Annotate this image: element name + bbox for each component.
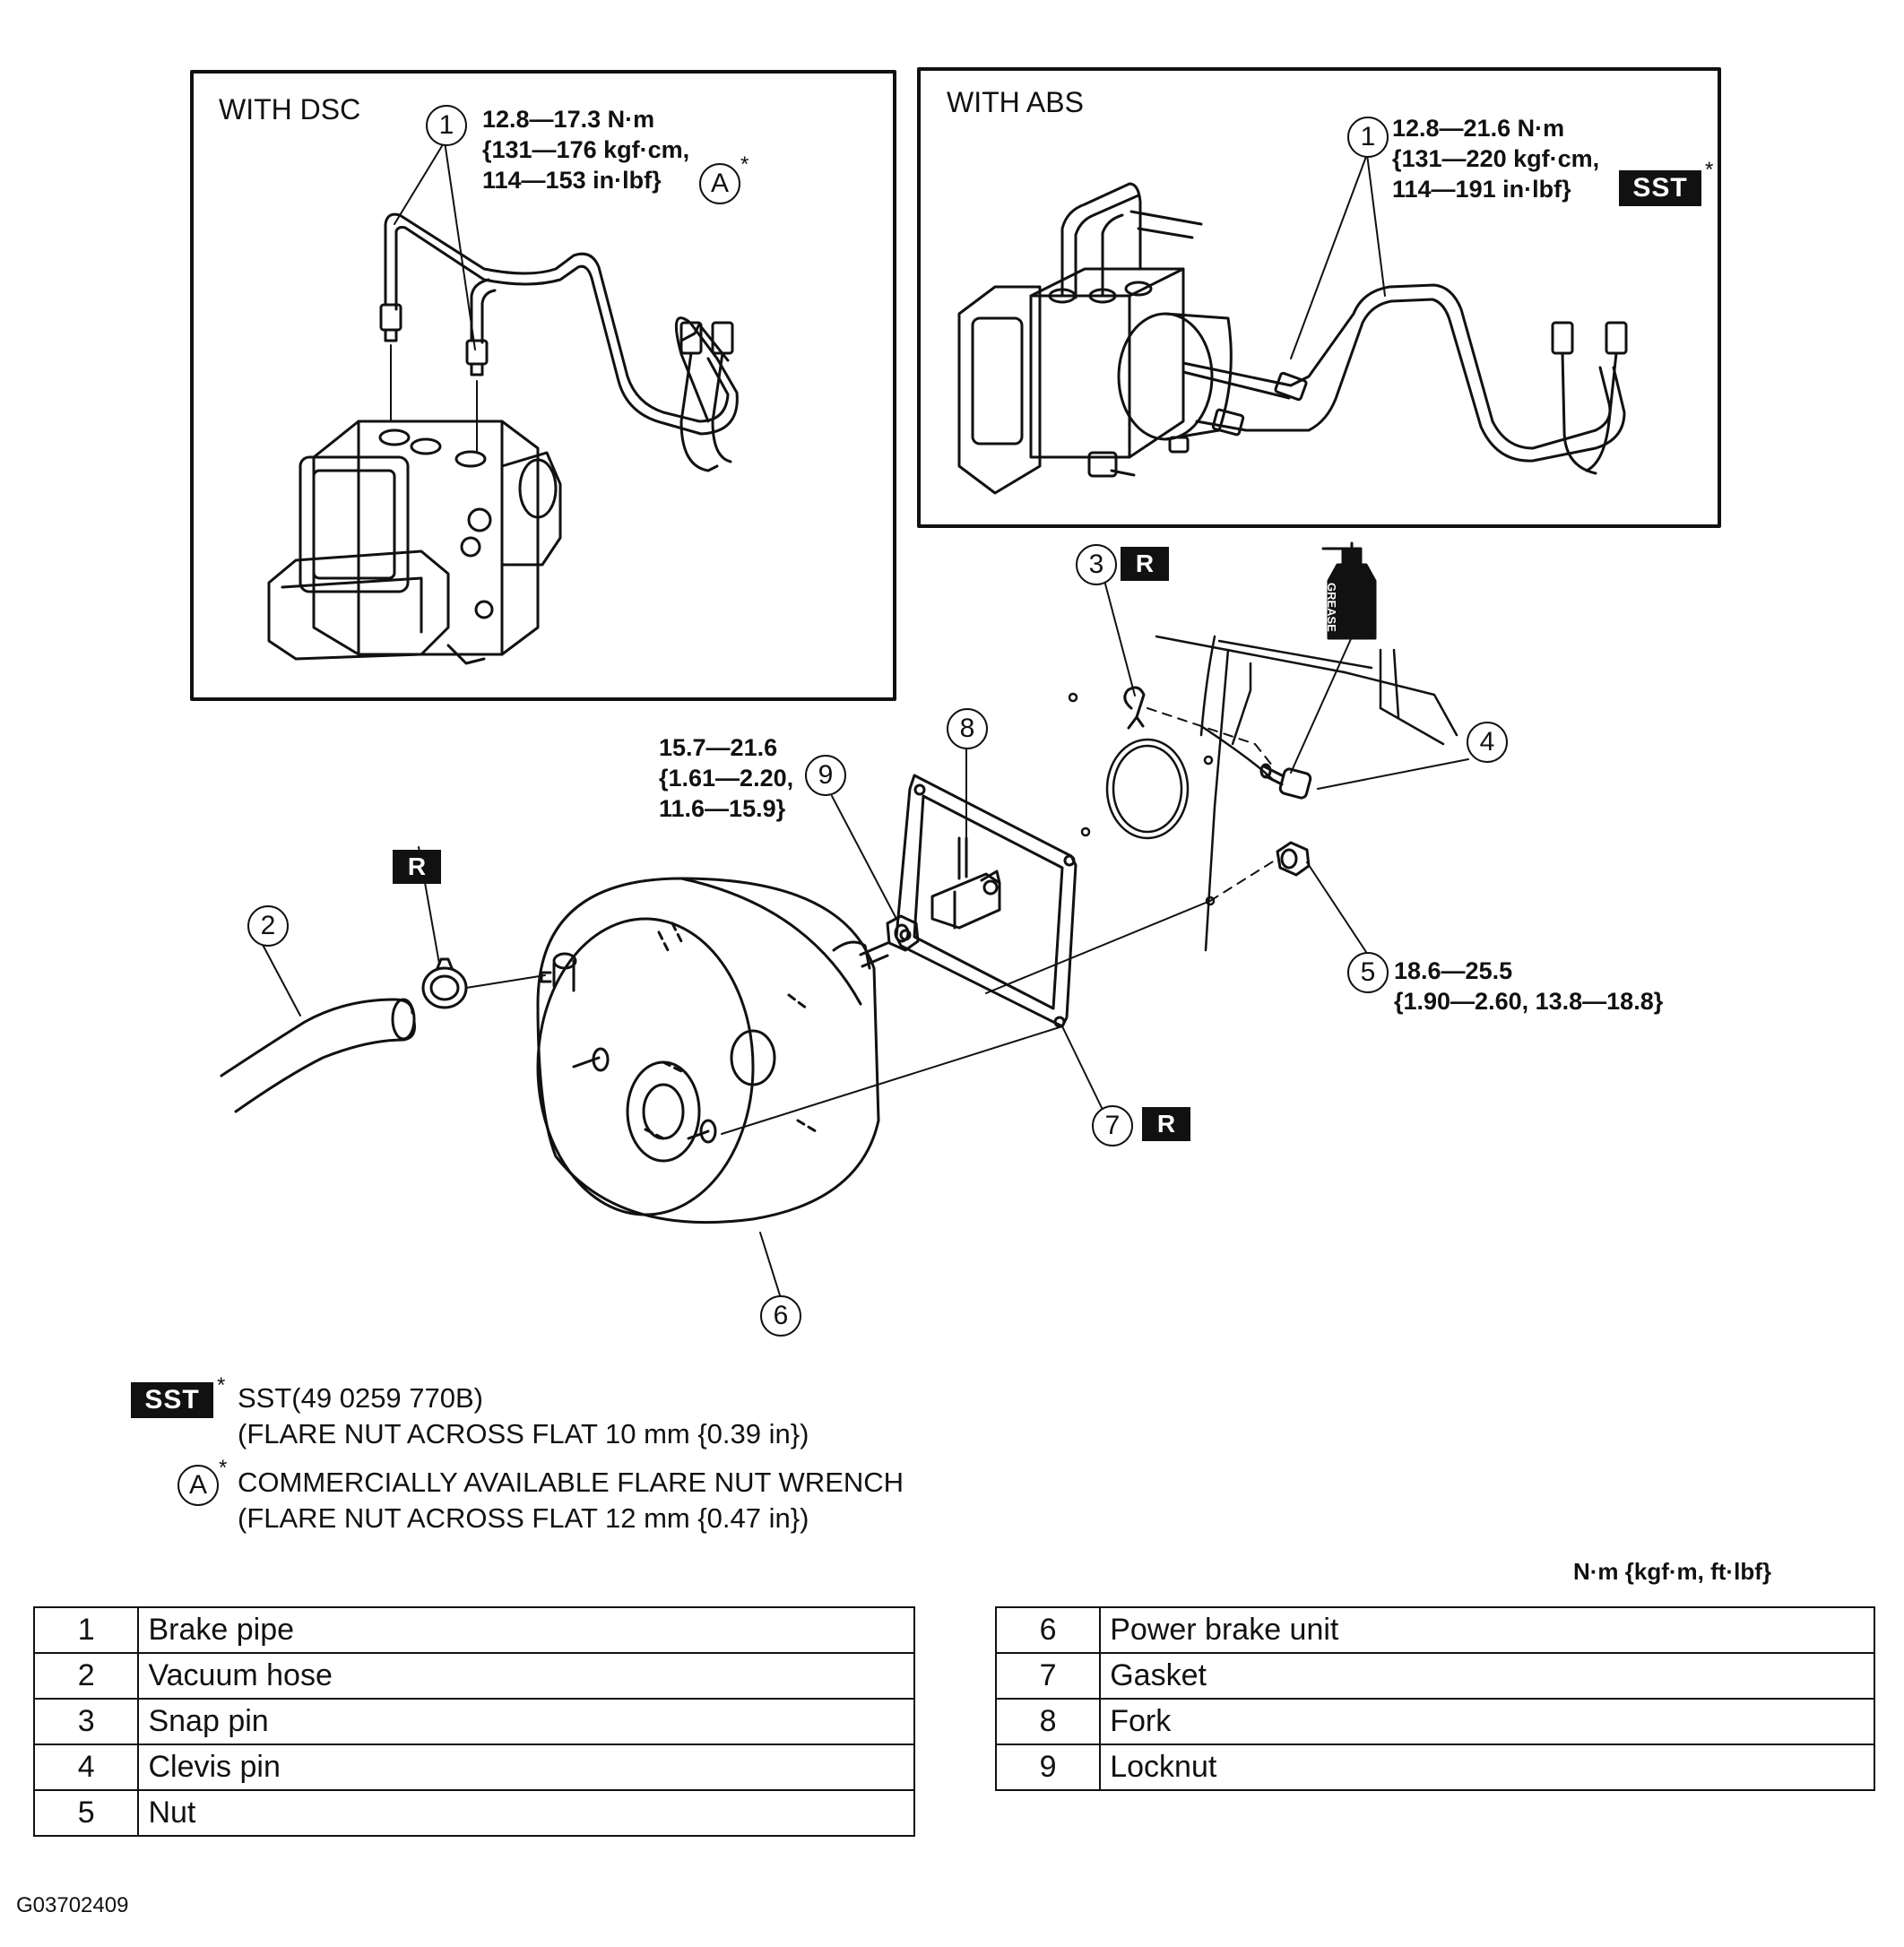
abs-torque-line-2: {131—220 kgf·cm, [1392, 145, 1600, 172]
dsc-tool-star: * [740, 152, 749, 177]
gasket-replace-badge: R [1142, 1107, 1190, 1141]
vacuum-hose [220, 998, 416, 1113]
units-label: N·m {kgf·m, ft·lbf} [1573, 1558, 1771, 1585]
note-a-text: COMMERCIALLY AVAILABLE FLARE NUT WRENCH … [238, 1465, 904, 1536]
abs-tool-star: * [1705, 158, 1714, 182]
abs-sst-badge: SST [1619, 170, 1701, 206]
callout-6: 6 [760, 1295, 801, 1337]
part-number: 8 [994, 1698, 1102, 1745]
hose-clamp [421, 957, 468, 1009]
note-sst-line-2: (FLARE NUT ACROSS FLAT 10 mm {0.39 in}) [238, 1418, 809, 1449]
grease-tube [1321, 541, 1377, 640]
locknut-torque-line-3: 11.6—15.9} [659, 795, 786, 822]
clevis-pin [1259, 763, 1312, 800]
note-a-line-2: (FLARE NUT ACROSS FLAT 12 mm {0.47 in}) [238, 1502, 809, 1534]
note-sst-text: SST(49 0259 770B) (FLARE NUT ACROSS FLAT… [238, 1380, 809, 1452]
clamp-replace-badge: R [393, 850, 441, 884]
snap-pin-replace-badge: R [1121, 547, 1169, 581]
part-number: 2 [32, 1652, 140, 1700]
snap-pin [1123, 686, 1146, 730]
dsc-torque-line-1: 12.8—17.3 N·m [482, 106, 655, 133]
abs-torque-spec: 12.8—21.6 N·m {131—220 kgf·cm, 114—191 i… [1392, 113, 1599, 204]
pedal-bracket [1068, 635, 1458, 952]
abs-hydraulic-unit [957, 267, 1233, 495]
callout-2: 2 [247, 905, 289, 947]
callout-5: 5 [1347, 952, 1389, 993]
part-name: Vacuum hose [137, 1652, 915, 1700]
locknut-torque-spec: 15.7—21.6 {1.61—2.20, 11.6—15.9} [659, 732, 793, 824]
dsc-inset-title: WITH DSC [219, 93, 361, 125]
locknut [886, 914, 920, 952]
abs-inset-title: WITH ABS [947, 86, 1084, 118]
nut-torque-spec: 18.6—25.5 {1.90—2.60, 13.8—18.8} [1394, 956, 1663, 1017]
part-name: Gasket [1099, 1652, 1875, 1700]
callout-9: 9 [805, 755, 846, 796]
power-brake-unit [536, 877, 889, 1224]
part-number: 9 [994, 1744, 1102, 1791]
note-sst-star: * [217, 1373, 226, 1398]
abs-torque-line-1: 12.8—21.6 N·m [1392, 115, 1565, 142]
part-number: 4 [32, 1744, 140, 1791]
dsc-torque-spec: 12.8—17.3 N·m {131—176 kgf·cm, 114—153 i… [482, 104, 689, 195]
gasket [895, 774, 1077, 1028]
abs-inset-frame [917, 67, 1721, 528]
locknut-torque-line-1: 15.7—21.6 [659, 734, 778, 761]
note-sst-badge: SST [131, 1382, 213, 1418]
abs-torque-line-3: 114—191 in·lbf} [1392, 176, 1571, 203]
callout-4: 4 [1467, 722, 1508, 763]
part-name: Nut [137, 1789, 915, 1837]
part-number: 7 [994, 1652, 1102, 1700]
dsc-torque-line-2: {131—176 kgf·cm, [482, 136, 690, 163]
callout-8: 8 [947, 708, 988, 749]
note-a-mark: A [177, 1465, 219, 1506]
nut [1276, 841, 1311, 877]
dsc-tool-mark-a: A [699, 163, 740, 204]
note-a-line-1: COMMERCIALLY AVAILABLE FLARE NUT WRENCH [238, 1467, 904, 1498]
abs-brake-pipes [1060, 182, 1628, 475]
part-name: Power brake unit [1099, 1606, 1875, 1654]
abs-callout-1: 1 [1347, 117, 1389, 158]
dsc-torque-line-3: 114—153 in·lbf} [482, 167, 662, 194]
part-number: 1 [32, 1606, 140, 1654]
nut-torque-line-1: 18.6—25.5 [1394, 957, 1513, 984]
note-sst-line-1: SST(49 0259 770B) [238, 1382, 484, 1414]
part-name: Brake pipe [137, 1606, 915, 1654]
callout-3: 3 [1076, 544, 1117, 585]
part-name: Locknut [1099, 1744, 1875, 1791]
part-name: Snap pin [137, 1698, 915, 1745]
grease-label: GREASE [1325, 583, 1338, 632]
nut-torque-line-2: {1.90—2.60, 13.8—18.8} [1394, 988, 1664, 1015]
locknut-torque-line-2: {1.61—2.20, [659, 765, 794, 792]
dsc-hydraulic-unit [267, 420, 562, 665]
dsc-inset-frame [190, 70, 896, 701]
part-number: 6 [994, 1606, 1102, 1654]
dsc-brake-pipes [379, 212, 739, 472]
callout-7: 7 [1092, 1105, 1133, 1147]
part-name: Clevis pin [137, 1744, 915, 1791]
figure-code: G03702409 [16, 1893, 129, 1917]
part-name: Fork [1099, 1698, 1875, 1745]
part-number: 3 [32, 1698, 140, 1745]
note-a-star: * [219, 1456, 228, 1480]
part-number: 5 [32, 1789, 140, 1837]
dsc-callout-1: 1 [426, 105, 467, 146]
